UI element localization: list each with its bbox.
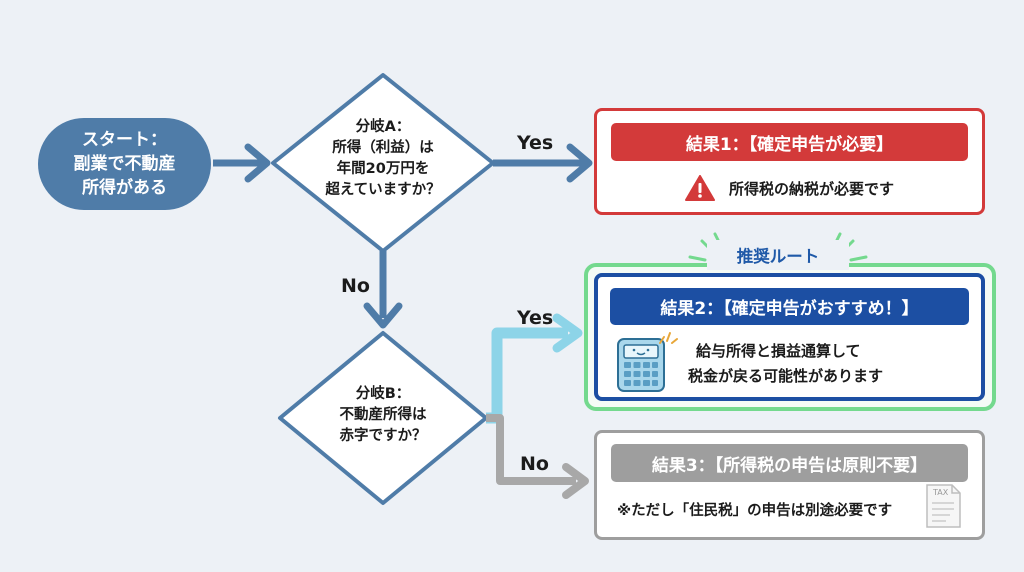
branch-b-line-3: 赤字ですか？: [339, 428, 427, 444]
label-b-yes: Yes: [517, 307, 554, 329]
branch-a-text: 分岐A： 所得（利益）は 年間20万円を 超えていますか？: [303, 117, 463, 201]
result-1-title: 結果1：【確定申告が必要】: [611, 123, 968, 161]
result-3-text: ※ただし「住民税」の申告は別途必要です: [617, 503, 893, 519]
arrow-b-no: [486, 414, 589, 499]
start-line-3: 所得がある: [82, 178, 167, 198]
recommended-route-label: 推奨ルート: [707, 240, 849, 270]
result-2-body: 給与所得と損益通算して 税金が戻る可能性があります: [688, 339, 948, 389]
result-3-box: 結果3：【所得税の申告は原則不要】 TAX ※ただし「住民税」の申告は別途必要で…: [594, 430, 985, 540]
arrow-a-yes: [493, 143, 593, 183]
branch-a-line-2: 所得（利益）は: [332, 140, 434, 156]
start-node: スタート： 副業で不動産 所得がある: [38, 118, 211, 210]
branch-a-line-3: 年間20万円を: [336, 161, 430, 177]
arrow-start-to-branch-a: [213, 143, 271, 183]
branch-b-line-1: 分岐B：: [355, 386, 411, 402]
start-line-1: スタート：: [82, 130, 167, 150]
arrow-a-no: [363, 251, 403, 329]
result-2-title: 結果2：【確定申告がおすすめ！】: [610, 288, 969, 325]
label-b-no: No: [520, 453, 549, 475]
result-2-line-2: 税金が戻る可能性があります: [688, 367, 884, 385]
result-2-box: 結果2：【確定申告がおすすめ！】 給与所得と損益通算して 税金が戻る可能性があり…: [594, 273, 985, 401]
sparkle-lines: [659, 332, 678, 344]
arrow-b-yes: [486, 313, 583, 424]
label-a-yes: Yes: [517, 132, 554, 154]
branch-b-text: 分岐B： 不動産所得は 赤字ですか？: [313, 384, 453, 447]
tax-document-icon: TAX: [926, 484, 961, 528]
result-2-line-1: 給与所得と損益通算して: [696, 342, 861, 360]
label-a-no: No: [341, 275, 370, 297]
branch-a-line-1: 分岐A：: [355, 119, 411, 135]
result-1-box: 結果1：【確定申告が必要】 所得税の納税が必要です: [594, 108, 985, 215]
branch-b-diamond: [278, 331, 488, 505]
result-1-body: 所得税の納税が必要です: [597, 171, 982, 205]
branch-a-line-4: 超えていますか？: [325, 182, 441, 198]
result-3-title: 結果3：【所得税の申告は原則不要】: [611, 444, 968, 482]
result-1-text: 所得税の納税が必要です: [728, 179, 894, 198]
warning-icon: [684, 175, 715, 201]
start-line-2: 副業で不動産: [73, 154, 176, 174]
branch-b-line-2: 不動産所得は: [339, 407, 427, 423]
calculator-icon: [617, 338, 665, 392]
tax-icon-text: TAX: [932, 488, 949, 497]
